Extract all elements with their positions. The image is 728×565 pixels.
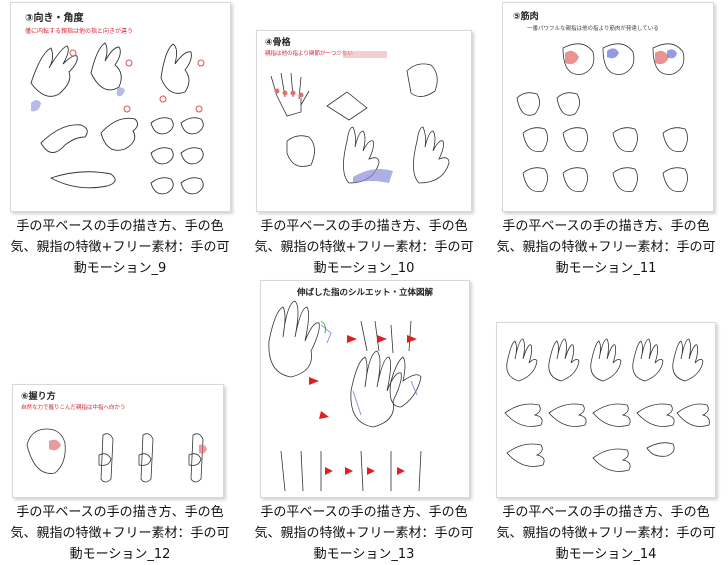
thumb-title: ⑤筋肉 bbox=[513, 10, 539, 22]
thumb-subtitle: 親指は他の指より関節が一つ少ない bbox=[265, 49, 353, 57]
caption-line: 気、親指の特徴+フリー素材：手の可 bbox=[254, 240, 474, 255]
thumbnail-image[interactable]: ⑤筋肉 一番パワフルな親指は他の指より筋肉が発達している bbox=[502, 2, 714, 212]
caption-line: 手の平ベースの手の描き方、手の色 bbox=[260, 219, 468, 234]
thumbnail-caption[interactable]: 手の平ベースの手の描き方、手の色 気、親指の特徴+フリー素材：手の可 動モーショ… bbox=[248, 216, 480, 279]
caption-line: 手の平ベースの手の描き方、手の色 bbox=[260, 505, 468, 520]
caption-line: 気、親指の特徴+フリー素材：手の可 bbox=[496, 240, 716, 255]
thumb-subtitle: 僅に内転する親指は他の指と向きが違う bbox=[25, 27, 133, 35]
caption-line: 気、親指の特徴+フリー素材：手の可 bbox=[254, 526, 474, 541]
caption-line: 動モーション_9 bbox=[73, 261, 167, 276]
thumbnail-image[interactable]: ③向き・角度 僅に内転する親指は他の指と向きが違う bbox=[10, 2, 231, 212]
thumbnail-image[interactable]: ④骨格 親指は他の指より関節が一つ少ない bbox=[256, 30, 472, 212]
hand-motion-illustration bbox=[504, 338, 710, 472]
thumb-title: ⑥握り方 bbox=[21, 390, 56, 402]
caption-line: 手の平ベースの手の描き方、手の色 bbox=[502, 219, 710, 234]
thumb-subtitle: 自然な力で握りこんだ親指は中指へ向かう bbox=[21, 403, 126, 411]
thumb-title: ④骨格 bbox=[265, 36, 292, 48]
thumbnail-caption[interactable]: 手の平ベースの手の描き方、手の色 気、親指の特徴+フリー素材：手の可 動モーショ… bbox=[4, 216, 236, 279]
hand-muscle-illustration: ⑤筋肉 一番パワフルな親指は他の指より筋肉が発達している bbox=[513, 10, 688, 192]
caption-line: 気、親指の特徴+フリー素材：手の可 bbox=[496, 526, 716, 541]
caption-line: 動モーション_13 bbox=[313, 547, 415, 562]
thumb-title: 伸ばした指のシルエット・立体図解 bbox=[296, 287, 434, 298]
caption-line: 気、親指の特徴+フリー素材：手の可 bbox=[10, 526, 230, 541]
hand-sketch-illustration: ③向き・角度 僅に内転する親指は他の指と向きが違う bbox=[25, 11, 205, 195]
thumb-title: ③向き・角度 bbox=[25, 11, 84, 24]
thumbnail-caption[interactable]: 手の平ベースの手の描き方、手の色 気、親指の特徴+フリー素材：手の可 動モーショ… bbox=[490, 216, 722, 279]
caption-line: 動モーション_11 bbox=[555, 261, 657, 276]
hand-grip-illustration: ⑥握り方 自然な力で握りこんだ親指は中指へ向かう bbox=[21, 390, 207, 483]
finger-silhouette-illustration: 伸ばした指のシルエット・立体図解 bbox=[268, 287, 434, 492]
caption-line: 動モーション_12 bbox=[69, 547, 171, 562]
thumbnail-caption[interactable]: 手の平ベースの手の描き方、手の色 気、親指の特徴+フリー素材：手の可 動モーショ… bbox=[4, 502, 236, 565]
caption-line: 手の平ベースの手の描き方、手の色 bbox=[16, 505, 224, 520]
caption-line: 動モーション_14 bbox=[555, 547, 657, 562]
thumbnail-image[interactable] bbox=[496, 322, 716, 498]
thumbnail-image[interactable]: 伸ばした指のシルエット・立体図解 bbox=[260, 280, 470, 498]
caption-line: 気、親指の特徴+フリー素材：手の可 bbox=[10, 240, 230, 255]
thumb-subtitle: 一番パワフルな親指は他の指より筋肉が発達している bbox=[527, 24, 659, 32]
hand-skeleton-illustration: ④骨格 親指は他の指より関節が一つ少ない bbox=[265, 36, 450, 184]
thumbnail-caption[interactable]: 手の平ベースの手の描き方、手の色 気、親指の特徴+フリー素材：手の可 動モーショ… bbox=[248, 502, 480, 565]
thumbnail-caption[interactable]: 手の平ベースの手の描き方、手の色 気、親指の特徴+フリー素材：手の可 動モーショ… bbox=[490, 502, 722, 565]
caption-line: 動モーション_10 bbox=[313, 261, 415, 276]
thumbnail-image[interactable]: ⑥握り方 自然な力で握りこんだ親指は中指へ向かう bbox=[12, 384, 224, 498]
caption-line: 手の平ベースの手の描き方、手の色 bbox=[502, 505, 710, 520]
caption-line: 手の平ベースの手の描き方、手の色 bbox=[16, 219, 224, 234]
